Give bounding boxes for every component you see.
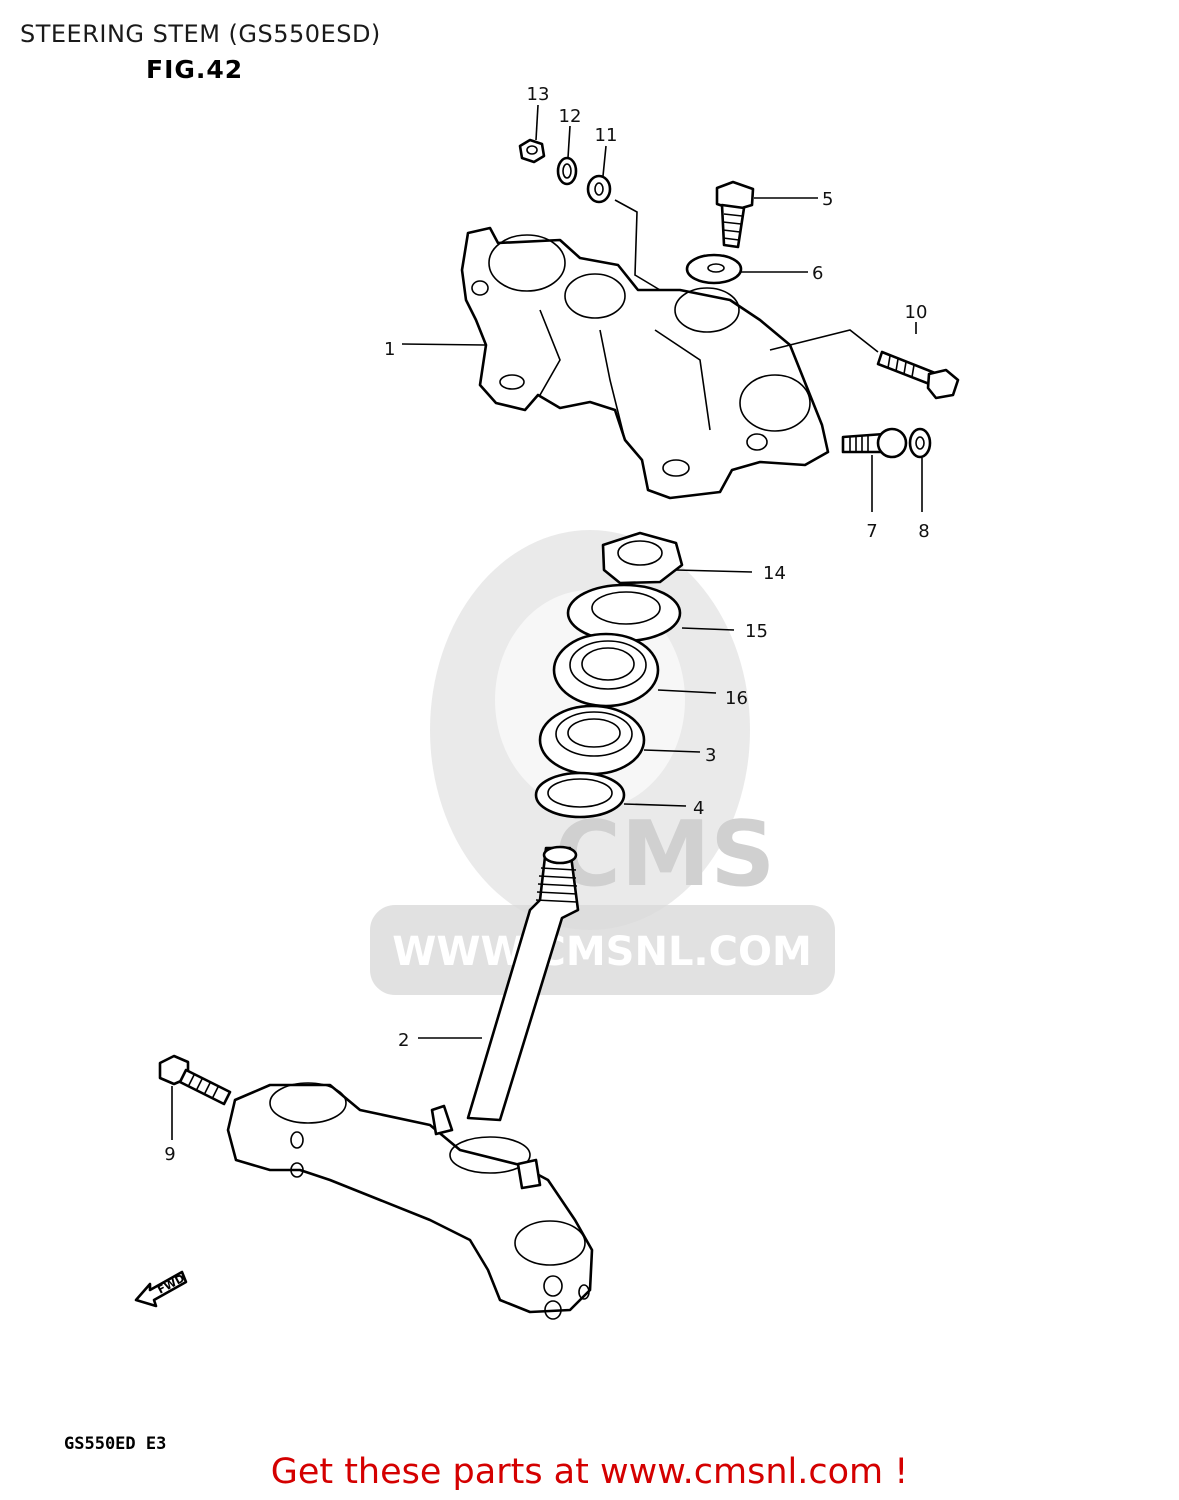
callout-1: 1 xyxy=(384,339,395,360)
nut xyxy=(518,138,546,164)
callout-11: 11 xyxy=(595,125,618,146)
washer-side xyxy=(908,427,932,459)
callout-5: 5 xyxy=(822,189,833,210)
dust-seal-washer xyxy=(534,771,626,819)
cta-link[interactable]: Get these parts at www.cmsnl.com ! xyxy=(270,1452,909,1492)
clamp-bolt-side xyxy=(841,427,908,459)
model-code: GS550ED E3 xyxy=(64,1434,167,1454)
figure-label: FIG.42 xyxy=(146,55,244,84)
watermark-url: WWW.CMSNL.COM xyxy=(392,929,812,975)
fwd-label: FWD xyxy=(155,1272,187,1297)
callout-labels: 13 12 11 5 6 1 10 7 8 14 15 16 3 4 2 9 xyxy=(164,84,929,1165)
callout-9: 9 xyxy=(164,1144,175,1165)
bearing-lower xyxy=(538,704,646,776)
lock-washer xyxy=(556,156,578,186)
clamp-bolt-lower xyxy=(158,1054,232,1106)
callout-13: 13 xyxy=(527,84,550,105)
callout-16: 16 xyxy=(725,688,748,709)
callout-6: 6 xyxy=(812,263,823,284)
callout-3: 3 xyxy=(705,745,716,766)
bolt-top xyxy=(715,180,755,249)
bearing-upper xyxy=(552,632,660,708)
callout-15: 15 xyxy=(745,621,768,642)
callout-2: 2 xyxy=(398,1030,409,1051)
callout-8: 8 xyxy=(918,521,929,542)
washer-small xyxy=(586,174,612,204)
stem-nut xyxy=(601,531,684,585)
dust-seal xyxy=(566,583,682,643)
forward-arrow: FWD xyxy=(134,1270,188,1308)
page-title: STEERING STEM (GS550ESD) xyxy=(20,20,381,48)
washer-top xyxy=(685,253,743,285)
callout-12: 12 xyxy=(559,106,582,127)
watermark-brand: CMS xyxy=(555,802,775,907)
callout-10: 10 xyxy=(905,302,928,323)
pinch-bolt xyxy=(876,350,960,400)
callout-7: 7 xyxy=(866,521,877,542)
steering-stem xyxy=(226,845,594,1320)
callout-14: 14 xyxy=(763,563,786,584)
callout-4: 4 xyxy=(693,798,704,819)
upper-bracket xyxy=(460,226,830,500)
